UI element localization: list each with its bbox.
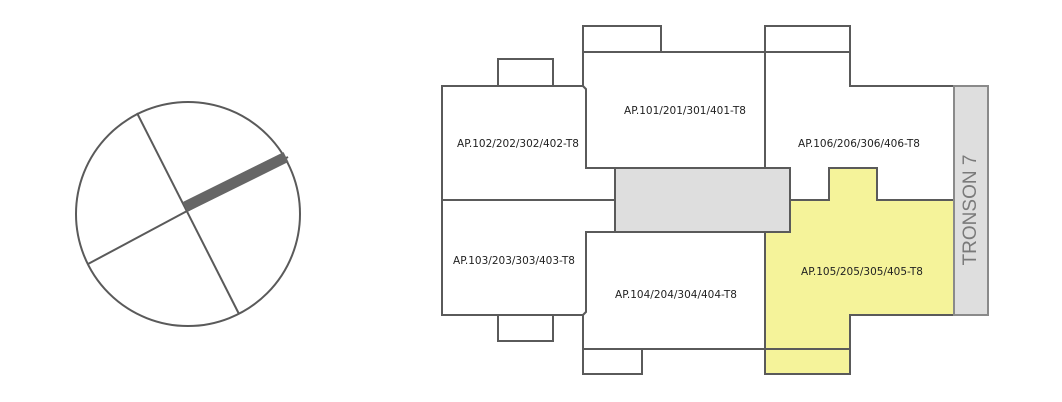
balcony	[764, 25, 851, 53]
balcony	[497, 314, 554, 342]
stair-core	[614, 167, 791, 233]
apartment-label: AP.103/203/303/403-T8	[453, 255, 575, 267]
apartment-ap104[interactable]: AP.104/204/304/404-T8	[582, 231, 766, 350]
tronson-block: TRONSON 7	[953, 85, 989, 316]
apartment-label: AP.105/205/305/405-T8	[801, 266, 923, 278]
apartment-ap106[interactable]: AP.106/206/306/406-T8	[764, 51, 955, 201]
orientation-compass	[75, 101, 301, 327]
apartment-ap101[interactable]: AP.101/201/301/401-T8	[582, 51, 766, 169]
apartment-label: AP.104/204/304/404-T8	[615, 289, 737, 301]
tronson-label: TRONSON 7	[960, 155, 981, 266]
orientation-indicator-bar	[182, 152, 289, 212]
apartment-label: AP.102/202/302/402-T8	[457, 138, 579, 150]
balcony	[582, 25, 662, 53]
apartment-label: AP.101/201/301/401-T8	[624, 105, 746, 117]
compass-axis-line	[136, 112, 240, 315]
balcony	[497, 58, 554, 87]
balcony	[582, 348, 643, 375]
apartment-label: AP.106/206/306/406-T8	[798, 138, 920, 150]
